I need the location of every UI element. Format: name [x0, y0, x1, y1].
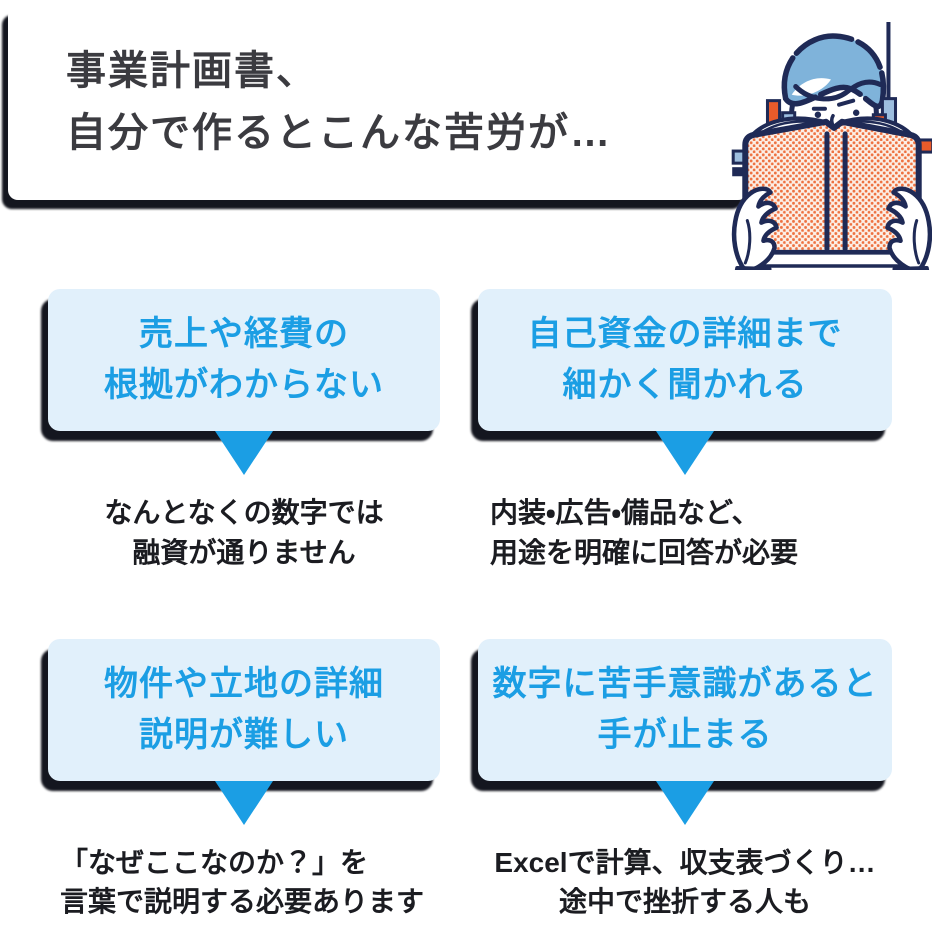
pain-point-description: Excelで計算、収支表づくり… 途中で挫折する人も [494, 846, 876, 918]
page-title-line2: 自分で作るとこんな苦労が… [66, 111, 612, 155]
pain-point-description: 内装・広告・備品など、 用途を明確に回答が必要 [490, 497, 799, 568]
pain-point-card: 数字に苦手意識があると 手が止まる [478, 638, 892, 781]
pain-point-label: 自己資金の詳細まで 細かく聞かれる [527, 315, 843, 404]
down-arrow-icon [656, 780, 714, 825]
left-hand [733, 189, 776, 270]
pain-point-card: 物件や立地の詳細 説明が難しい [48, 638, 440, 781]
title-card: 事業計画書、 自分で作るとこんな苦労が… [8, 6, 748, 200]
down-arrow-icon [215, 780, 273, 825]
pain-point-label: 売上や経費の 根拠がわからない [104, 315, 384, 404]
pain-points-grid: 売上や経費の 根拠がわからない なんとなくの数字では 融資が通りません 自己資金… [48, 289, 892, 922]
pain-point-description: 「なぜここなのか？」を 言葉で説明する必要あります [60, 846, 425, 918]
pain-point-numbers: 数字に苦手意識があると 手が止まる Excelで計算、収支表づくり… 途中で挫折… [478, 638, 892, 923]
pain-point-card: 自己資金の詳細まで 細かく聞かれる [478, 289, 892, 431]
page-title: 事業計画書、 自分で作るとこんな苦労が… [8, 6, 748, 164]
down-arrow-icon [215, 431, 273, 475]
pain-point-card: 売上や経費の 根拠がわからない [48, 289, 440, 431]
open-book [742, 118, 922, 268]
pain-point-funds: 自己資金の詳細まで 細かく聞かれる 内装・広告・備品など、 用途を明確に回答が必… [478, 289, 892, 573]
pain-point-label: 物件や立地の詳細 説明が難しい [104, 664, 384, 754]
pain-point-label: 数字に苦手意識があると 手が止まる [492, 664, 878, 754]
right-hand [887, 189, 930, 270]
pain-point-sales: 売上や経費の 根拠がわからない なんとなくの数字では 融資が通りません [48, 289, 440, 573]
pain-point-description: なんとなくの数字では 融資が通りません [104, 497, 384, 568]
down-arrow-icon [656, 431, 714, 475]
pain-point-location: 物件や立地の詳細 説明が難しい 「なぜここなのか？」を 言葉で説明する必要ありま… [48, 638, 440, 923]
person-reading-open-book-icon [731, 20, 932, 270]
reading-person-illustration [731, 20, 932, 270]
page-title-line1: 事業計画書、 [66, 49, 318, 93]
